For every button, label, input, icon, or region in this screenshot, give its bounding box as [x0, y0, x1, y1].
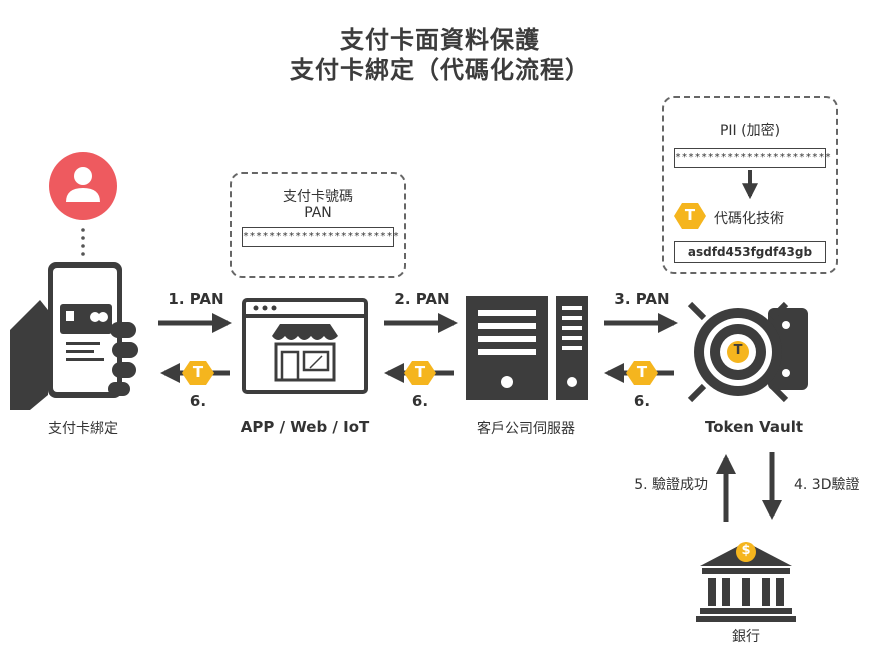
token-hexagon-icon [182, 361, 214, 385]
flow-label-return: 6. [411, 392, 429, 410]
node-label-user: 支付卡綁定 [48, 421, 118, 437]
pii-masked-field: ************************ [674, 148, 831, 168]
pii-info-box [662, 96, 838, 274]
node-label-vault: Token Vault [704, 418, 804, 436]
token-hexagon-icon [404, 361, 436, 385]
flow-label-step3: 3. PAN [614, 290, 670, 308]
diagram-title-line1: 支付卡面資料保護 [340, 26, 540, 54]
pan-box-subtitle: PAN [304, 205, 332, 221]
token-hexagon-icon [626, 361, 658, 385]
diagram-title-line2: 支付卡綁定（代碼化流程） [290, 56, 590, 84]
token-value-field: asdfd453fgdf43gb [674, 241, 826, 263]
flow-label-step2: 2. PAN [394, 290, 450, 308]
token-badge-letter: T [684, 206, 696, 224]
storefront-app-icon [242, 298, 368, 394]
flow-label-step5: 5. 驗證成功 [634, 477, 708, 493]
tokenization-tech-label: 代碼化技術 [714, 211, 784, 227]
node-label-app: APP / Web / IoT [240, 418, 370, 436]
pan-box-title: 支付卡號碼 [283, 189, 353, 205]
server-icon [466, 296, 588, 400]
token-badge-letter: T [636, 363, 648, 381]
dotted-connector [81, 228, 85, 256]
pii-box-title: PII (加密) [719, 123, 781, 139]
pan-masked-field: ************************ [242, 227, 399, 247]
token-hexagon-icon [674, 203, 706, 229]
flow-label-return: 6. [633, 392, 651, 410]
user-avatar-icon [49, 152, 117, 220]
token-badge-letter: T [192, 363, 204, 381]
bank-icon [696, 542, 796, 622]
node-label-bank: 銀行 [732, 629, 760, 645]
flow-label-step4: 4. 3D驗證 [794, 477, 860, 493]
pan-info-box [230, 172, 406, 278]
node-label-server: 客戶公司伺服器 [477, 421, 575, 437]
token-badge-letter: T [414, 363, 426, 381]
bank-dollar-sign: $ [741, 543, 751, 558]
hand-phone-icon [10, 262, 138, 410]
vault-icon [687, 301, 808, 403]
flow-label-return: 6. [189, 392, 207, 410]
flow-label-step1: 1. PAN [168, 290, 224, 308]
vault-token-letter: T [733, 343, 743, 358]
